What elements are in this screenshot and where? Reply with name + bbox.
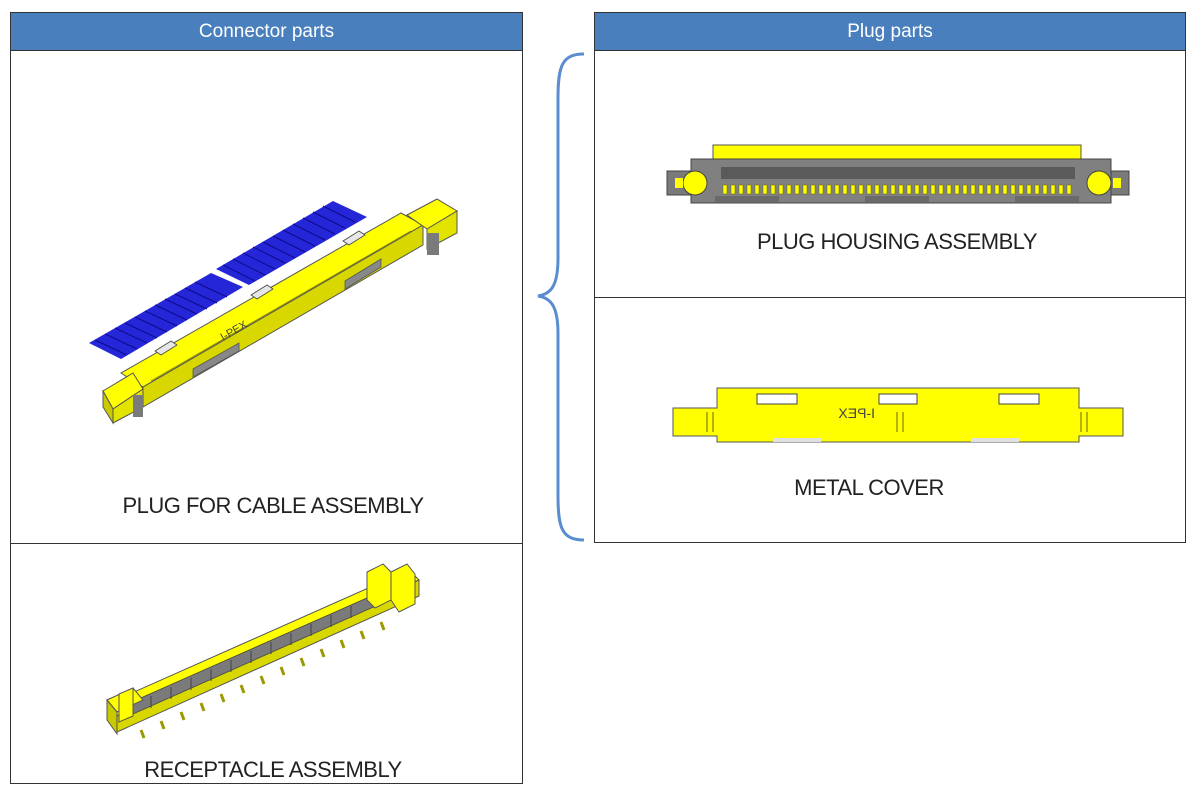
plug-housing-cell: PLUG HOUSING ASSEMBLY — [594, 50, 1186, 298]
receptacle-illustration — [106, 563, 420, 739]
cable-ribbon-left — [89, 273, 243, 359]
plug-housing-body — [666, 144, 1130, 204]
plug-body — [102, 198, 458, 425]
metal-cover-illustration: I-PEX — [672, 387, 1124, 443]
receptacle-label: RECEPTACLE ASSEMBLY — [144, 757, 402, 782]
connector-parts-header: Connector parts — [10, 12, 523, 51]
metal-cover-cell: I-PEX METAL COVER — [594, 297, 1186, 543]
cable-ribbon-right — [216, 201, 367, 285]
connector-parts-title: Connector parts — [198, 20, 335, 42]
plug-for-cable-label: PLUG FOR CABLE ASSEMBLY — [122, 493, 424, 518]
metal-cover-label: METAL COVER — [794, 475, 944, 500]
plug-housing-label: PLUG HOUSING ASSEMBLY — [756, 229, 1038, 254]
receptacle-cell: RECEPTACLE ASSEMBLY — [10, 543, 523, 784]
plug-parts-title: Plug parts — [847, 20, 933, 42]
metal-cover-body — [672, 387, 1124, 443]
receptacle-body — [106, 563, 420, 739]
plug-for-cable-illustration: I-PEX — [89, 198, 458, 425]
plug-parts-header: Plug parts — [594, 12, 1186, 51]
grouping-brace — [537, 52, 585, 542]
plug-housing-illustration — [666, 144, 1130, 204]
cover-marking: I-PEX — [838, 405, 875, 421]
plug-for-cable-cell: I-PEX PLUG FOR CABLE ASSEMBLY — [10, 50, 523, 544]
